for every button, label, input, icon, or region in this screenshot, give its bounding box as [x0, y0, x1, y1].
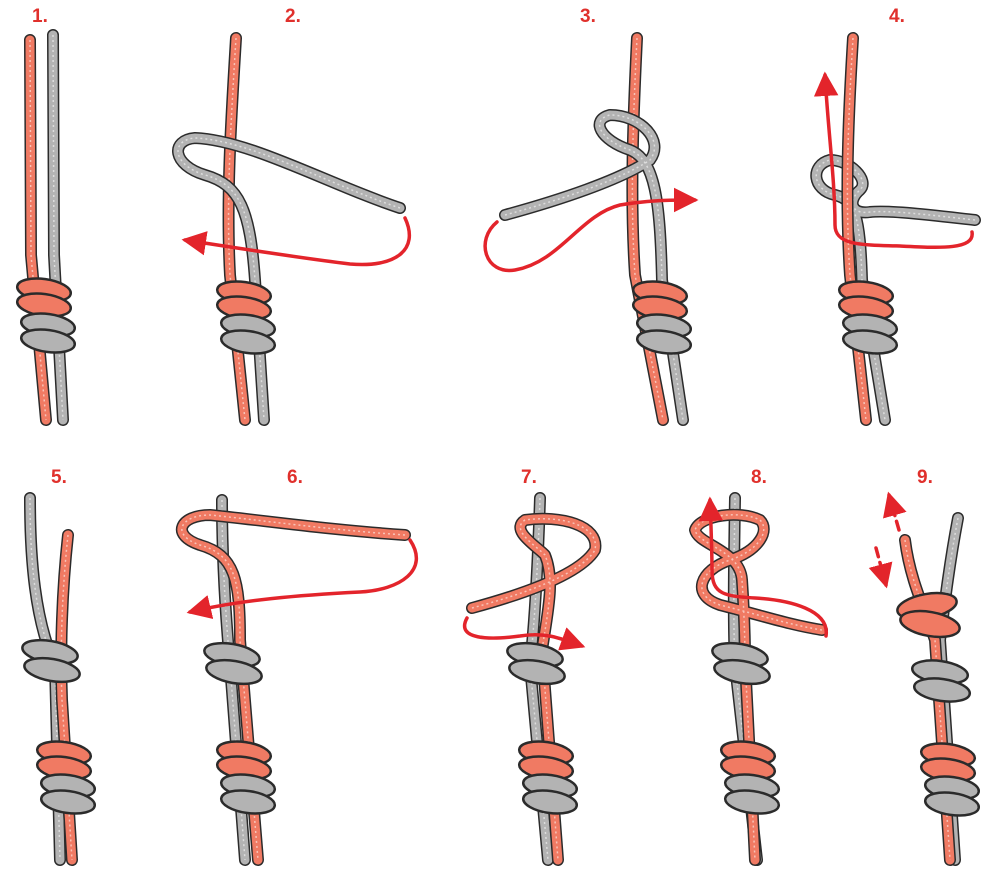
gray-knot	[203, 639, 264, 687]
red-knot	[895, 589, 961, 641]
step-1-illustration	[16, 35, 77, 420]
direction-arrow	[185, 218, 409, 265]
gray-rope	[178, 138, 400, 420]
gray-coil	[724, 771, 781, 816]
step-6-illustration	[182, 500, 416, 860]
gray-coil	[842, 311, 899, 356]
step-9-illustration	[876, 495, 980, 860]
step-2-illustration	[178, 38, 409, 420]
gray-knot	[506, 639, 567, 687]
gray-coil	[220, 311, 277, 356]
step-4-illustration	[816, 38, 975, 420]
gray-knot	[711, 639, 772, 687]
step-5-illustration	[21, 498, 97, 860]
gray-coil	[40, 771, 97, 816]
step-7-illustration	[465, 498, 596, 860]
step-8-illustration	[695, 498, 826, 860]
gray-coil	[924, 773, 981, 818]
direction-arrow	[465, 618, 582, 646]
direction-arrow-down	[876, 548, 886, 585]
direction-arrow-up	[889, 495, 899, 530]
gray-coil	[220, 771, 277, 816]
gray-coil	[522, 771, 579, 816]
gray-knot	[21, 636, 82, 685]
step-3-illustration	[485, 38, 695, 420]
gray-coil	[20, 310, 77, 355]
gray-knot	[911, 657, 972, 705]
red-rope	[30, 40, 46, 420]
red-rope	[182, 515, 405, 860]
